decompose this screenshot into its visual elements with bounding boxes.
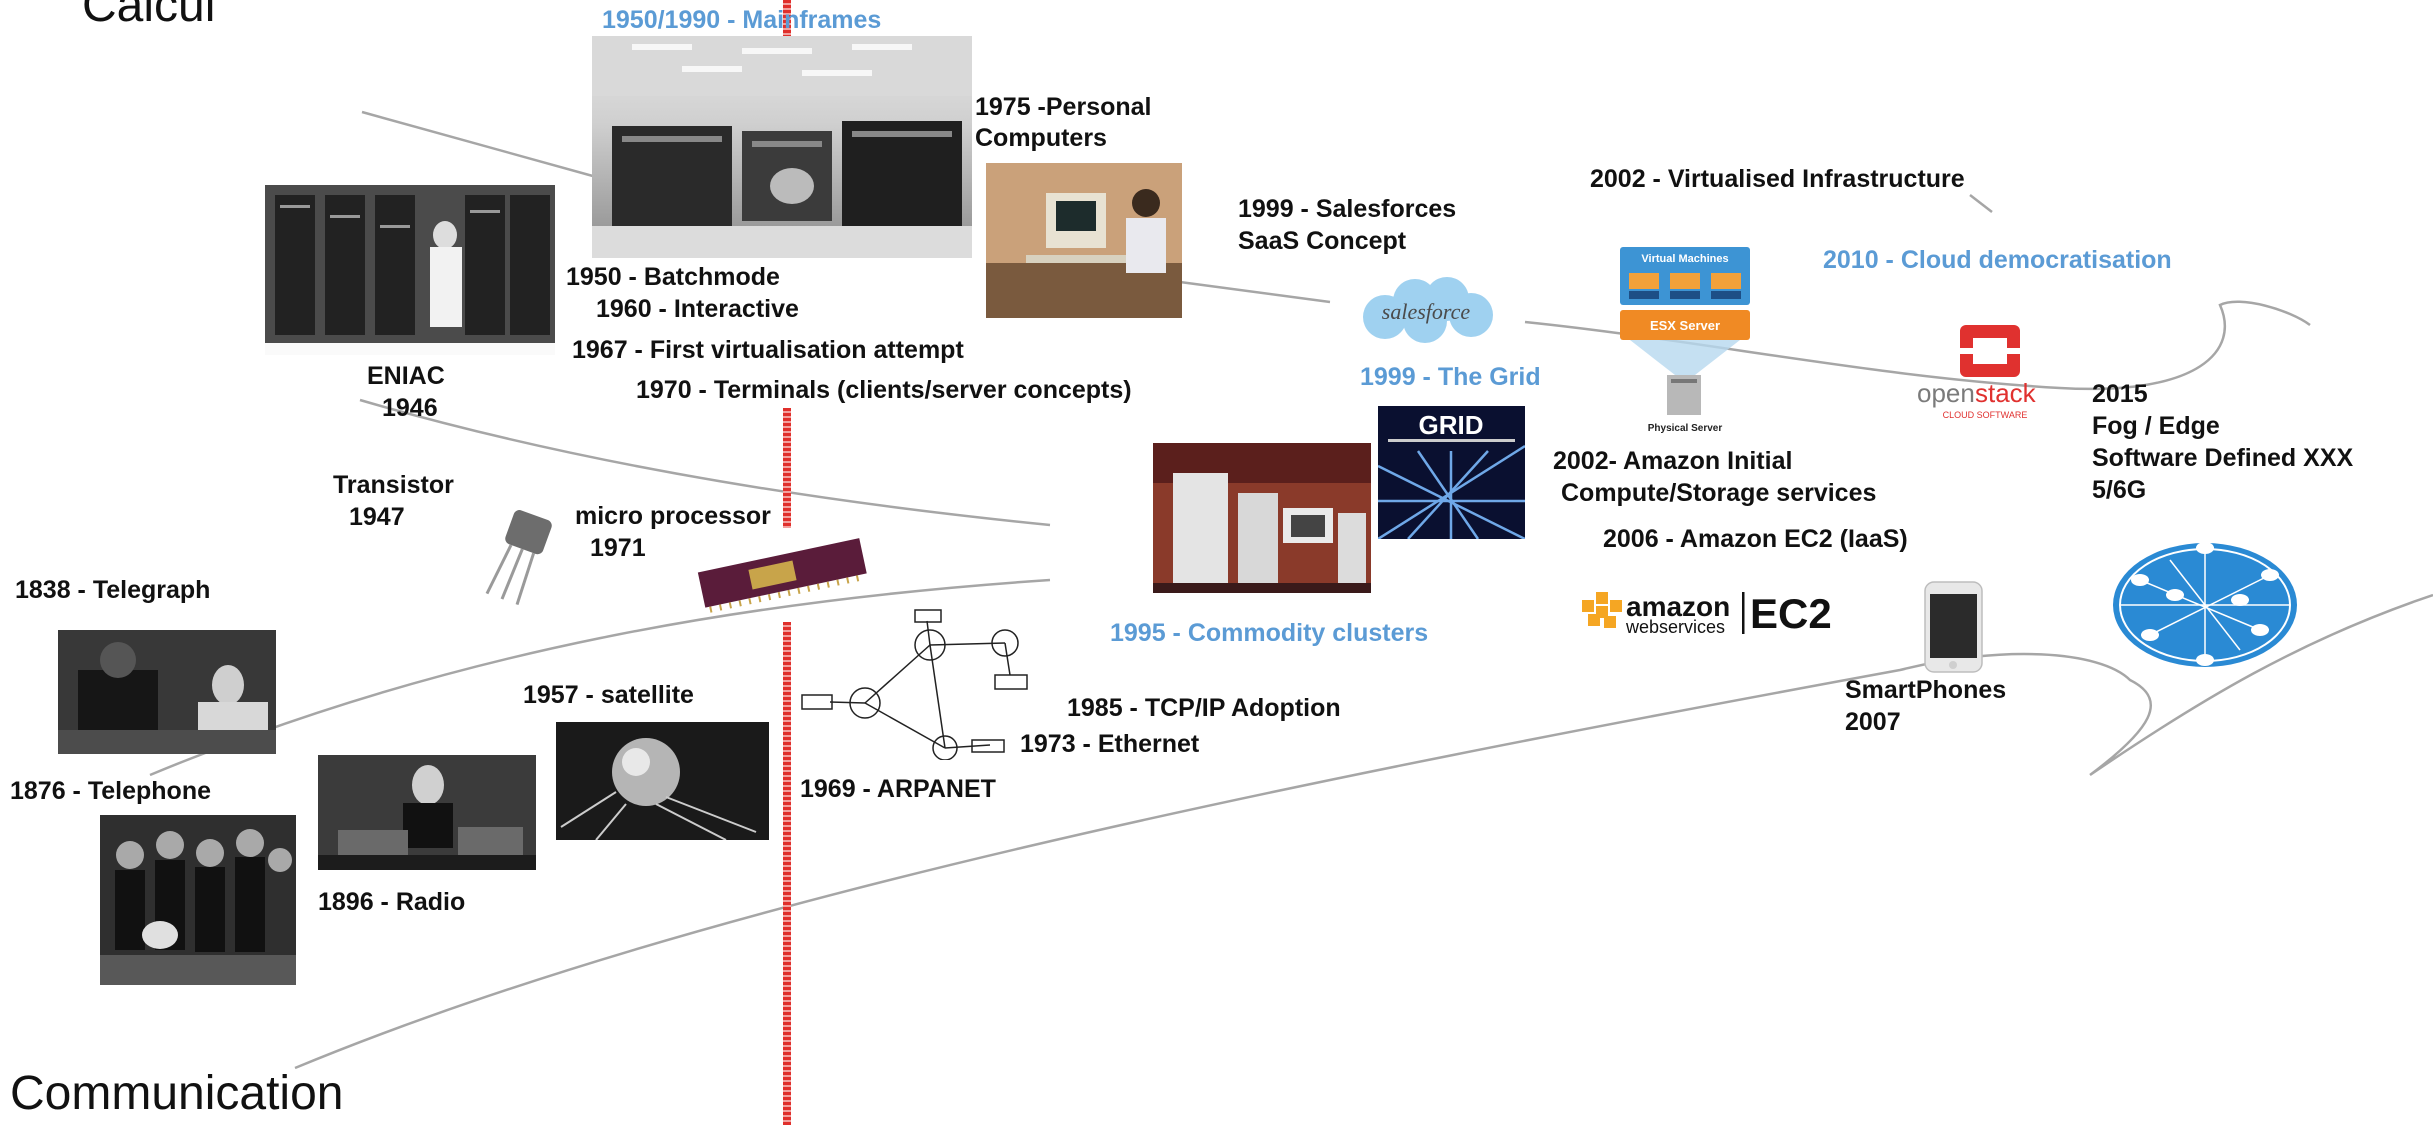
axis-calcul: Calcul bbox=[82, 0, 216, 32]
calcul-curve-2 bbox=[1179, 280, 1331, 304]
label-fog-1: 2015 bbox=[2092, 380, 2148, 408]
label-salesforce-2: SaaS Concept bbox=[1238, 227, 1407, 255]
label-first-virtualisation: 1967 - First virtualisation attempt bbox=[572, 336, 964, 364]
label-cloud-democratisation: 2010 - Cloud democratisation bbox=[1823, 246, 2172, 274]
label-personal-computers-1: 1975 -Personal bbox=[975, 93, 1152, 121]
mainframes-photo bbox=[592, 36, 972, 258]
red-divider-mid bbox=[783, 408, 791, 528]
transistor-image bbox=[455, 500, 585, 605]
label-mainframes: 1950/1990 - Mainframes bbox=[602, 6, 882, 34]
label-microprocessor-1: micro processor bbox=[575, 502, 771, 530]
esx-server-text: ESX Server bbox=[1650, 318, 1720, 333]
label-tcpip: 1985 - TCP/IP Adoption bbox=[1067, 694, 1341, 722]
label-personal-computers-2: Computers bbox=[975, 124, 1107, 152]
smartphone-image bbox=[1921, 580, 1986, 675]
label-smartphones-1: SmartPhones bbox=[1845, 676, 2007, 704]
label-radio: 1896 - Radio bbox=[318, 888, 466, 916]
satellite-photo bbox=[556, 722, 769, 840]
axis-communication: Communication bbox=[10, 1067, 344, 1120]
ec2-text: EC2 bbox=[1750, 590, 1832, 637]
virtualisation-diagram: Virtual Machines ESX Server Physical Ser… bbox=[1615, 245, 1755, 435]
label-telephone: 1876 - Telephone bbox=[10, 777, 211, 805]
arpanet-sketch bbox=[800, 605, 1040, 760]
aws-webservices-text: webservices bbox=[1625, 617, 1725, 637]
label-fog-2: Fog / Edge bbox=[2092, 412, 2220, 440]
label-eniac-2: 1946 bbox=[382, 394, 438, 422]
label-amazon-ec2: 2006 - Amazon EC2 (IaaS) bbox=[1603, 525, 1908, 553]
personal-computer-photo bbox=[986, 163, 1182, 318]
calcul-curve-4 bbox=[1969, 194, 1993, 213]
comm-curve-lower bbox=[294, 593, 2433, 1070]
label-microprocessor-2: 1971 bbox=[590, 534, 646, 562]
telephone-photo bbox=[100, 815, 296, 985]
microprocessor-image bbox=[690, 535, 875, 613]
label-arpanet: 1969 - ARPANET bbox=[800, 775, 996, 803]
label-smartphones-2: 2007 bbox=[1845, 708, 1901, 736]
label-transistor-2: 1947 bbox=[349, 503, 405, 531]
comm-curve-upper bbox=[149, 578, 1051, 777]
label-the-grid: 1999 - The Grid bbox=[1360, 363, 1541, 391]
salesforce-logo-text: salesforce bbox=[1382, 299, 1471, 324]
label-fog-4: 5/6G bbox=[2092, 476, 2147, 504]
label-ethernet: 1973 - Ethernet bbox=[1020, 730, 1200, 758]
label-amazon-initial-1: 2002- Amazon Initial bbox=[1553, 447, 1793, 475]
telegraph-photo bbox=[58, 630, 276, 754]
label-transistor-1: Transistor bbox=[333, 471, 454, 499]
label-terminals: 1970 - Terminals (clients/server concept… bbox=[636, 376, 1132, 404]
middle-curve bbox=[359, 398, 1051, 527]
aws-amazon-text: amazon bbox=[1626, 591, 1730, 622]
label-amazon-initial-2: Compute/Storage services bbox=[1561, 479, 1877, 507]
label-batchmode: 1950 - Batchmode bbox=[566, 263, 780, 291]
red-divider-bottom bbox=[783, 622, 791, 1125]
label-eniac-1: ENIAC bbox=[367, 362, 445, 390]
openstack-logo: open stack CLOUD SOFTWARE bbox=[1915, 320, 2055, 425]
vm-title-text: Virtual Machines bbox=[1641, 253, 1728, 265]
label-telegraph: 1838 - Telegraph bbox=[15, 576, 211, 604]
grid-book-cover: GRID bbox=[1378, 406, 1525, 539]
label-virtualised-infrastructure: 2002 - Virtualised Infrastructure bbox=[1590, 165, 1965, 193]
openstack-open-text: open bbox=[1917, 378, 1975, 408]
radio-photo bbox=[318, 755, 536, 870]
eniac-photo bbox=[265, 185, 555, 355]
openstack-sub-text: CLOUD SOFTWARE bbox=[1943, 410, 2028, 420]
edge-network-globe bbox=[2110, 540, 2300, 670]
label-commodity-clusters: 1995 - Commodity clusters bbox=[1110, 619, 1429, 647]
label-salesforce-1: 1999 - Salesforces bbox=[1238, 195, 1457, 223]
physical-server-text: Physical Server bbox=[1648, 423, 1723, 434]
label-satellite: 1957 - satellite bbox=[523, 681, 694, 709]
red-divider-top bbox=[783, 0, 791, 62]
commodity-cluster-photo bbox=[1153, 443, 1371, 593]
salesforce-logo: salesforce bbox=[1355, 275, 1497, 345]
label-interactive: 1960 - Interactive bbox=[596, 295, 799, 323]
calcul-curve bbox=[361, 110, 601, 180]
grid-cover-title: GRID bbox=[1419, 410, 1484, 440]
openstack-stack-text: stack bbox=[1975, 378, 2037, 408]
label-fog-3: Software Defined XXX bbox=[2092, 444, 2354, 472]
aws-ec2-logo: amazon webservices EC2 bbox=[1578, 586, 1858, 638]
